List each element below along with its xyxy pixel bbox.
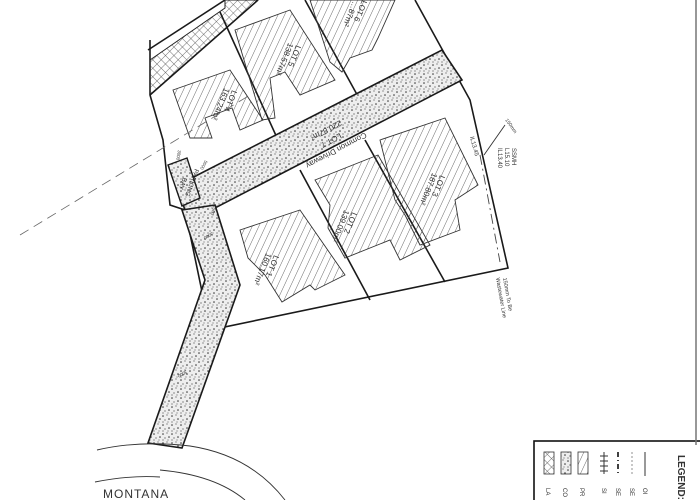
wastewater-line [479, 154, 501, 263]
legend-label: SI [600, 488, 606, 494]
north-boundary [147, 0, 226, 51]
legend: LEGEND: LA CO PR SI SE SE OI [533, 440, 700, 500]
pipe-label: 150mm [503, 118, 517, 135]
dimension-label: 2500 [209, 205, 217, 217]
lot-2-footprint [314, 154, 431, 261]
parking-label-2: BAY [177, 176, 188, 191]
wastewater-label: 150mm To Be [501, 277, 513, 311]
dimension-label: 3000 [175, 150, 182, 161]
legend-label: SE [628, 488, 634, 496]
dimension-label: 3000 [176, 369, 188, 379]
access-leg [146, 204, 241, 449]
lot-1-footprint [239, 209, 346, 303]
dimension-label: 5000 [199, 160, 209, 172]
legend-swatch-landscape [543, 451, 555, 475]
legend-label: CO [561, 488, 567, 497]
legend-swatch-proposed [577, 451, 589, 475]
legend-label: PR [578, 488, 584, 497]
street-name: MONTANA [103, 487, 169, 500]
lot-6-footprint [309, 0, 396, 73]
legend-title: LEGEND: [675, 455, 686, 500]
easement-line [19, 94, 251, 236]
manhole-lid: L15.10 [503, 148, 509, 167]
road-kerb [96, 443, 286, 500]
legend-swatch-concrete [560, 451, 572, 475]
legend-label: SE [614, 488, 620, 496]
lot-5-footprint [234, 9, 336, 121]
parking-bay [167, 157, 201, 207]
legend-label: OI [641, 488, 647, 495]
invert-label: IL13.45 [468, 136, 479, 158]
legend-label: LA [544, 488, 550, 495]
manhole-name: SSMH [510, 148, 516, 165]
lot-4-footprint [172, 69, 264, 139]
manhole-invert: IL13.40 [496, 148, 502, 169]
dimension-label: 3000 [202, 231, 214, 241]
